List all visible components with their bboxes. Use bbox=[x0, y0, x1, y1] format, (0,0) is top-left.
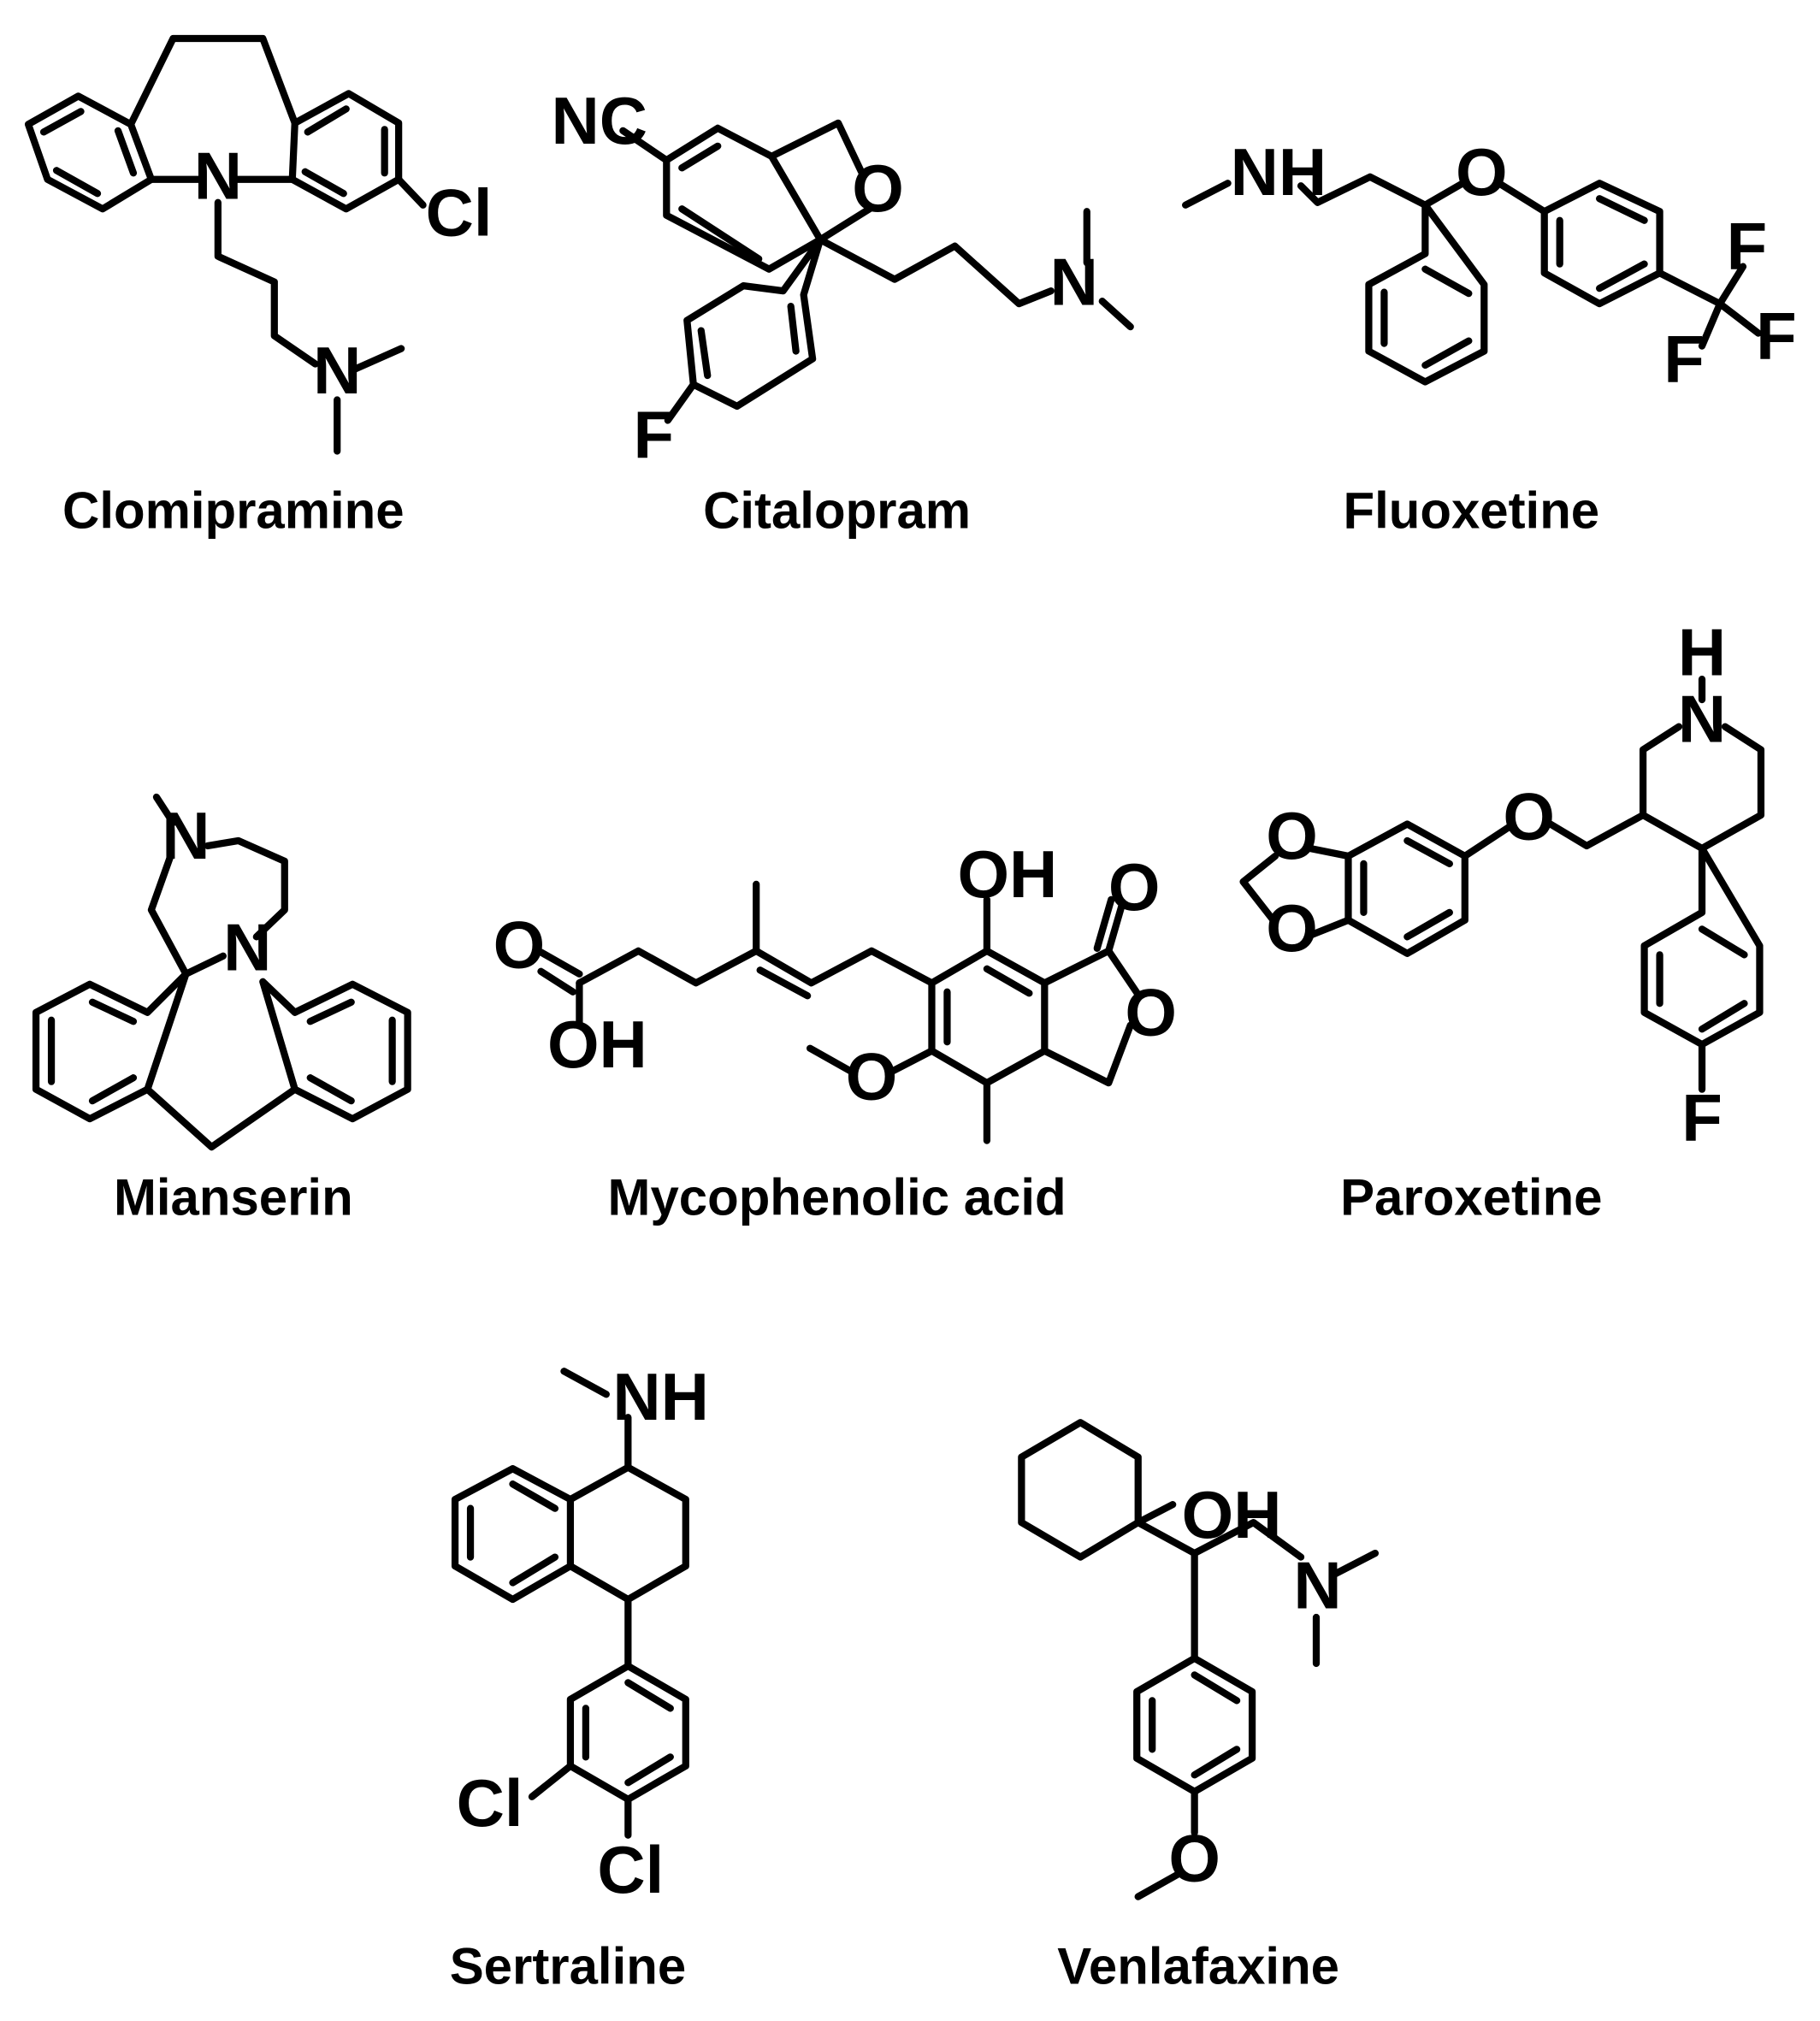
fluoxetine-atom-f1: F bbox=[1727, 209, 1768, 284]
paroxetine-atom-o-dioxole-top: O bbox=[1266, 798, 1318, 873]
sertraline-bonds bbox=[451, 1368, 689, 1839]
citalopram-atom-n: N bbox=[1050, 245, 1098, 320]
paroxetine-atom-o-ether: O bbox=[1503, 778, 1555, 854]
mianserin-name: Mianserin bbox=[114, 1168, 353, 1226]
paroxetine-atom-o-dioxole-bottom: O bbox=[1266, 890, 1318, 966]
mycophenolic-acid-atom-o-lactone-carbonyl: O bbox=[1108, 849, 1161, 925]
fluoxetine-atom-nh: NH bbox=[1231, 134, 1327, 210]
fluoxetine-atom-o: O bbox=[1456, 134, 1508, 210]
venlafaxine-atom-oh: OH bbox=[1182, 1477, 1282, 1552]
fluoxetine-atom-f2: F bbox=[1756, 298, 1797, 374]
citalopram-atom-nc: NC bbox=[551, 83, 647, 158]
fluoxetine-bonds bbox=[1182, 173, 1763, 386]
paroxetine-atom-h: H bbox=[1678, 615, 1726, 690]
clomipramine-atom-n-amine: N bbox=[313, 333, 361, 408]
clomipramine-name: Clomipramine bbox=[62, 482, 405, 539]
clomipramine-bonds bbox=[24, 34, 427, 455]
sertraline-atom-cl-para: Cl bbox=[597, 1832, 664, 1907]
mycophenolic-acid-bonds bbox=[537, 880, 1142, 1144]
sertraline-atom-cl-meta: Cl bbox=[457, 1765, 523, 1841]
molecule-paroxetine: H N O O O F Paroxetine bbox=[1239, 615, 1765, 1226]
sertraline-name: Sertraline bbox=[450, 1938, 686, 1995]
mianserin-bonds bbox=[32, 793, 411, 1151]
citalopram-atom-f: F bbox=[634, 397, 675, 472]
mycophenolic-acid-atom-oh-acid: OH bbox=[547, 1007, 647, 1082]
sertraline-atom-nh: NH bbox=[612, 1359, 709, 1434]
mycophenolic-acid-atom-oh-phenol: OH bbox=[957, 836, 1057, 912]
venlafaxine-atom-o-methoxy: O bbox=[1168, 1821, 1220, 1896]
venlafaxine-name: Venlafaxine bbox=[1057, 1938, 1339, 1995]
molecule-mianserin: N N Mianserin bbox=[32, 793, 411, 1226]
mianserin-atom-n-bottom: N bbox=[223, 909, 271, 984]
paroxetine-atom-f: F bbox=[1681, 1080, 1722, 1155]
venlafaxine-bonds bbox=[1018, 1419, 1380, 1900]
mycophenolic-acid-atom-o-carbonyl: O bbox=[493, 907, 546, 982]
citalopram-atom-o: O bbox=[852, 151, 904, 226]
molecule-mycophenolic-acid: O OH OH O O O Mycophenolic acid bbox=[493, 836, 1177, 1226]
mycophenolic-acid-atom-o-methoxy: O bbox=[846, 1039, 898, 1114]
molecule-venlafaxine: OH N O Venlafaxine bbox=[1018, 1419, 1380, 1995]
molecule-fluoxetine: NH O F F F Fluoxetine bbox=[1182, 134, 1797, 539]
fluoxetine-atom-f3: F bbox=[1663, 322, 1705, 397]
mycophenolic-acid-name: Mycophenolic acid bbox=[608, 1168, 1067, 1226]
clomipramine-atom-n-ring: N bbox=[194, 138, 242, 213]
paroxetine-atom-n: N bbox=[1678, 682, 1726, 757]
clomipramine-atom-cl: Cl bbox=[426, 175, 493, 251]
paroxetine-name: Paroxetine bbox=[1340, 1168, 1602, 1226]
paroxetine-bonds bbox=[1239, 676, 1765, 1093]
venlafaxine-atom-n: N bbox=[1293, 1548, 1341, 1623]
molecule-clomipramine: N N Cl Clomipramine bbox=[24, 34, 493, 539]
citalopram-bonds bbox=[619, 119, 1134, 424]
mianserin-atom-n-top: N bbox=[162, 798, 210, 873]
molecule-sertraline: NH Cl Cl Sertraline bbox=[450, 1359, 709, 1994]
mycophenolic-acid-atom-o-lactone: O bbox=[1125, 975, 1177, 1050]
citalopram-name: Citalopram bbox=[703, 482, 971, 539]
fluoxetine-name: Fluoxetine bbox=[1343, 482, 1599, 539]
molecule-citalopram: NC O N F Citalopram bbox=[551, 83, 1134, 539]
